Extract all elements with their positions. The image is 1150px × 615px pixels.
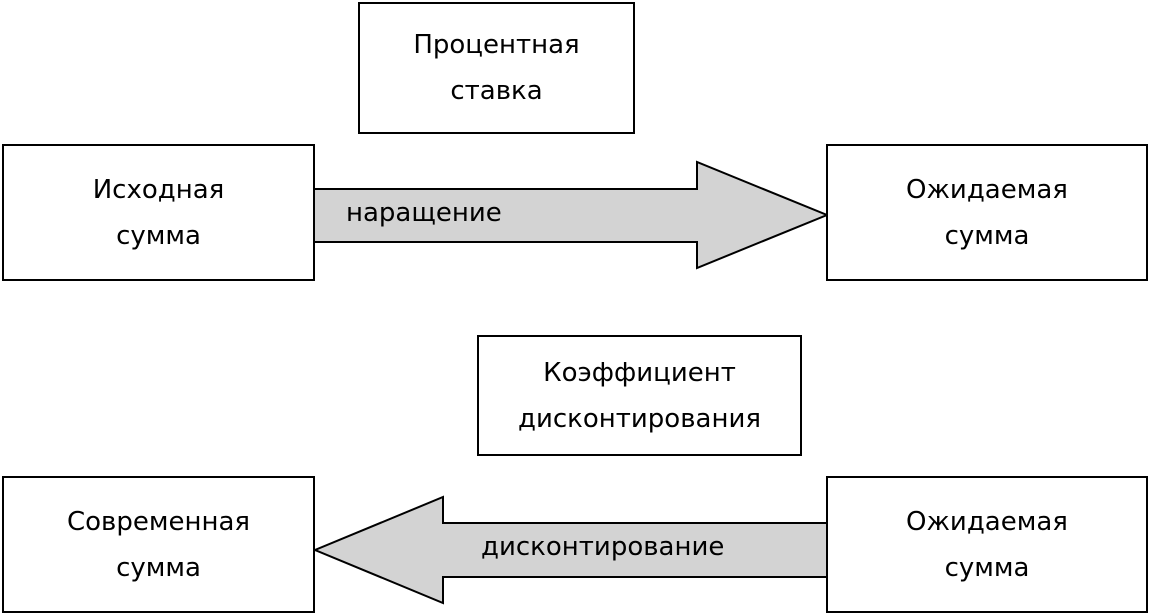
discount-coefficient-box: Коэффициент дисконтирования: [477, 335, 802, 456]
source-sum-box: Исходная сумма: [2, 144, 315, 281]
interest-rate-label: Процентная ставка: [413, 30, 580, 106]
expected-sum-box-bottom: Ожидаемая сумма: [826, 476, 1148, 613]
expected-sum-top-label: Ожидаемая сумма: [906, 174, 1068, 251]
source-sum-label: Исходная сумма: [92, 174, 225, 251]
interest-rate-box: Процентная ставка: [358, 2, 635, 134]
present-sum-box: Современная сумма: [2, 476, 315, 613]
expected-sum-bottom-label: Ожидаемая сумма: [906, 506, 1068, 583]
discount-coefficient-label: Коэффициент дисконтирования: [517, 357, 762, 434]
discounting-arrow: [312, 495, 828, 605]
expected-sum-box-top: Ожидаемая сумма: [826, 144, 1148, 281]
accumulation-label: наращение: [346, 198, 502, 228]
present-sum-label: Современная сумма: [66, 506, 251, 583]
discounting-label: дисконтирование: [481, 532, 725, 562]
accumulation-arrow: [313, 160, 830, 270]
